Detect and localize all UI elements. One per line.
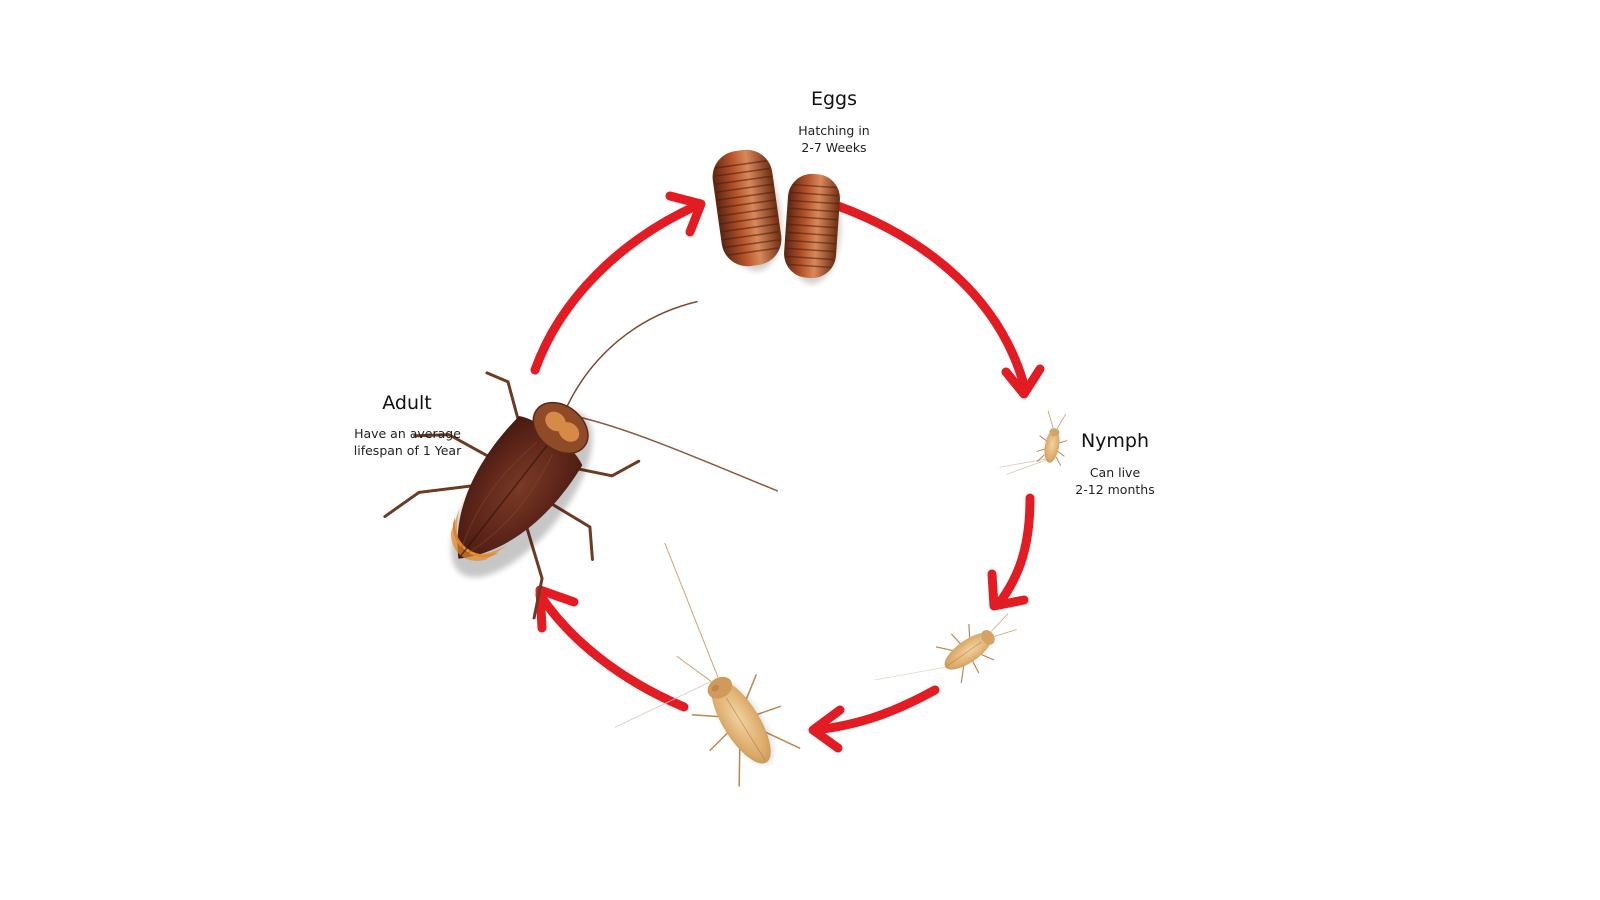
late-nymph-cockroach-icon (614, 542, 801, 787)
arrow-late-to-adult (535, 585, 689, 712)
adult-description: Have an average lifespan of 1 Year (340, 425, 475, 459)
small-nymph-cockroach-icon (999, 410, 1068, 475)
nymph-title: Nymph (1080, 430, 1150, 452)
arrow-eggs-to-nymph (833, 201, 1045, 399)
nymph-description: Can live 2-12 months (1060, 464, 1170, 498)
young-nymph-cockroach-icon (874, 613, 1017, 684)
arrow-young-to-late (808, 685, 940, 753)
adult-description-line1: Have an average (354, 426, 461, 441)
nymph-description-line1: Can live (1089, 465, 1141, 480)
eggs-description: Hatching in 2-7 Weeks (784, 122, 884, 156)
eggs-description-line1: Hatching in (798, 123, 870, 138)
eggs-description-line2: 2-7 Weeks (801, 140, 867, 155)
nymph-description-line2: 2-12 months (1075, 482, 1155, 497)
adult-title: Adult (382, 392, 432, 414)
arrow-adult-to-eggs (530, 191, 706, 375)
cycle-arrows (530, 191, 1045, 753)
ootheca-egg-case-icon (712, 149, 841, 285)
arrow-nymph-to-young (987, 493, 1035, 611)
eggs-title: Eggs (810, 88, 858, 110)
adult-description-line2: lifespan of 1 Year (353, 443, 462, 458)
adult-cockroach-icon (383, 300, 779, 620)
